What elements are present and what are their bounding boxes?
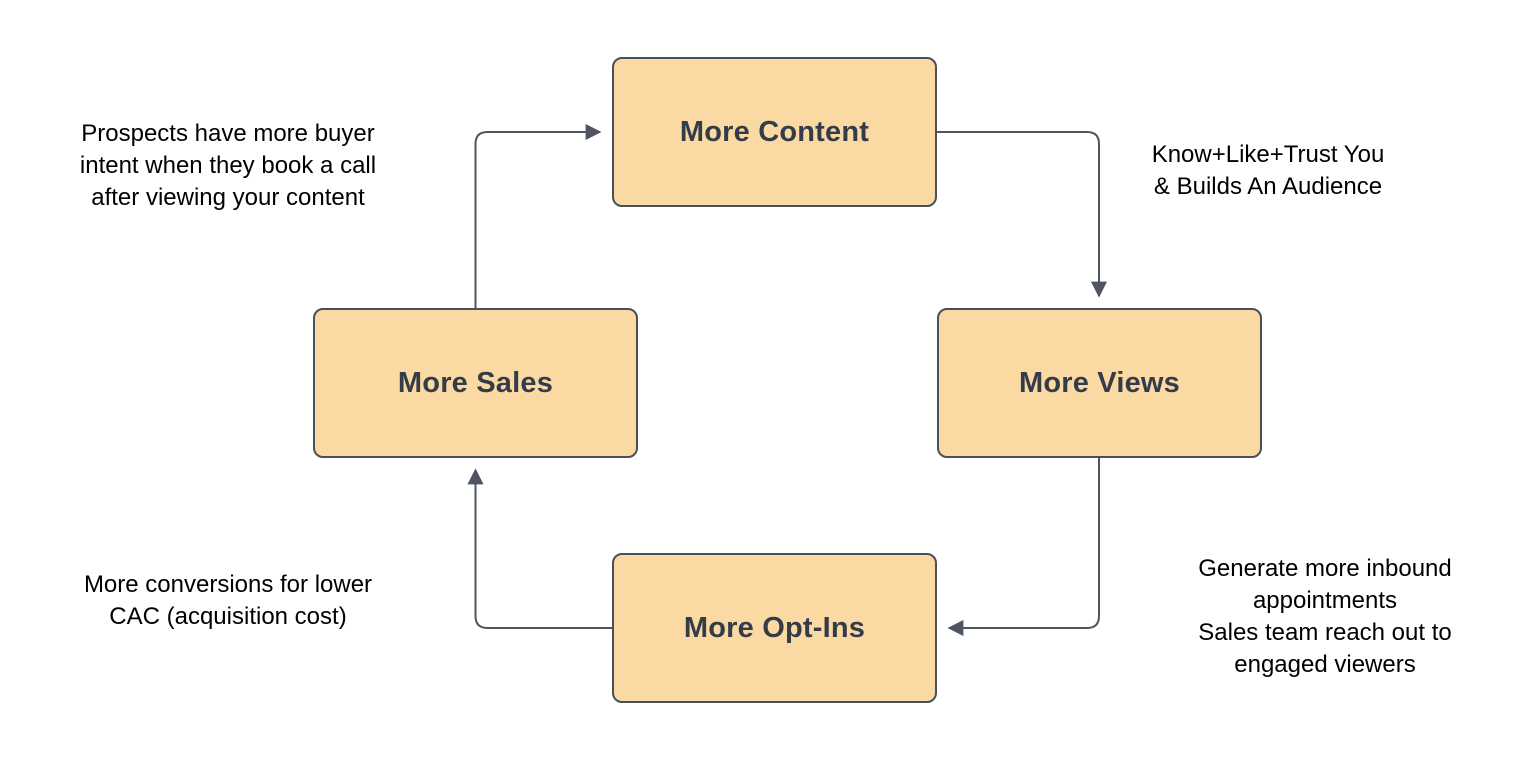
connector-content-to-views xyxy=(937,131,1107,298)
connector-optins-to-sales xyxy=(467,468,612,629)
annotation-lower-cac: More conversions for lower CAC (acquisit… xyxy=(83,571,373,630)
connector-views-to-optins xyxy=(947,458,1100,636)
node-more-views: More Views xyxy=(937,308,1262,458)
node-more-content: More Content xyxy=(612,57,937,207)
node-more-sales: More Sales xyxy=(313,308,638,458)
connector-sales-to-content xyxy=(474,124,602,308)
node-more-opt-ins-label: More Opt-Ins xyxy=(683,611,866,644)
annotation-inbound-appointments: Generate more inbound appointments Sales… xyxy=(1198,555,1452,678)
node-more-sales-label: More Sales xyxy=(397,366,554,399)
annotation-know-like-trust: Know+Like+Trust You & Builds An Audience xyxy=(1151,141,1385,200)
node-more-content-label: More Content xyxy=(679,115,870,148)
annotation-buyer-intent: Prospects have more buyer intent when th… xyxy=(79,120,377,211)
node-more-opt-ins: More Opt-Ins xyxy=(612,553,937,703)
node-more-views-label: More Views xyxy=(1018,366,1181,399)
